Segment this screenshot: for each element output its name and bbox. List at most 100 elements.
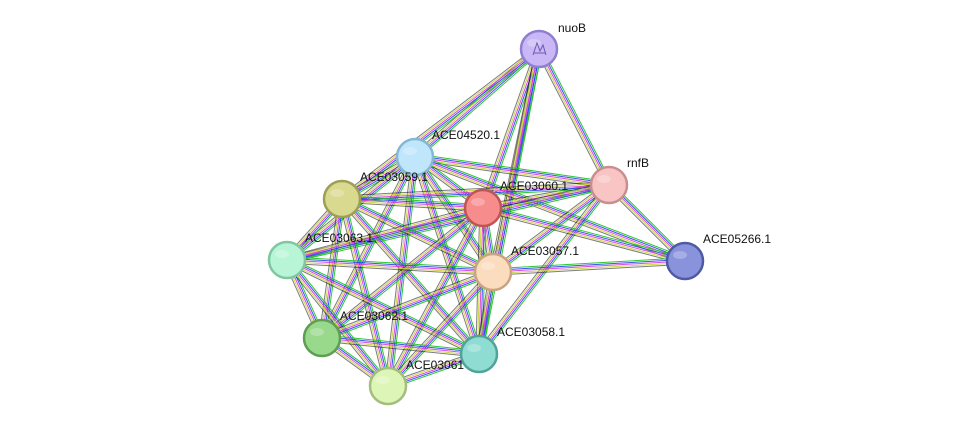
- edge-ACE03060.1-ACE05266.1[interactable]: [482, 204, 686, 265]
- edge-ACE03057.1-ACE05266.1[interactable]: [492, 257, 686, 276]
- edge-line: [287, 209, 484, 263]
- edge-line: [286, 262, 493, 276]
- edge-nuoB-ACE03060.1[interactable]: [479, 47, 543, 210]
- edge-line: [339, 46, 538, 197]
- edge-line: [285, 260, 388, 388]
- edge-line: [286, 204, 483, 258]
- node-label: ACE04520.1: [432, 128, 500, 142]
- node-highlight: [527, 39, 541, 47]
- edge-line: [493, 262, 686, 275]
- edge-ACE03063.1-ACE03057.1[interactable]: [286, 256, 494, 276]
- edge-ACE03059.1-ACE03058.1[interactable]: [339, 196, 482, 357]
- edge-line: [492, 258, 685, 271]
- edge-line: [390, 209, 487, 388]
- node-ACE03058.1[interactable]: [459, 334, 499, 374]
- edge-line: [341, 200, 483, 211]
- node-ACE04520.1[interactable]: [395, 137, 435, 177]
- edge-line: [416, 51, 542, 160]
- edge-ACE03062.1-ACE03058.1[interactable]: [321, 334, 480, 358]
- edge-line: [343, 51, 542, 202]
- node-circle[interactable]: [665, 241, 705, 281]
- edge-ACE03060.1-ACE03063.1[interactable]: [286, 204, 484, 264]
- edge-ACE04520.1-ACE05266.1[interactable]: [413, 153, 687, 265]
- edge-line: [386, 270, 493, 386]
- edge-line: [479, 47, 537, 208]
- edge-line: [322, 273, 494, 340]
- node-highlight: [467, 344, 481, 352]
- node-circle[interactable]: [322, 179, 362, 219]
- edge-line: [321, 270, 493, 337]
- edges-layer: [283, 46, 688, 390]
- edge-line: [481, 49, 543, 355]
- edge-line: [285, 262, 478, 358]
- node-circle[interactable]: [368, 366, 408, 406]
- node-circle[interactable]: [589, 165, 629, 205]
- node-rnfB[interactable]: [589, 165, 629, 205]
- edge-line: [321, 156, 416, 339]
- edge-line: [415, 155, 686, 260]
- edge-line: [388, 208, 485, 387]
- node-ACE03057.1[interactable]: [473, 252, 513, 292]
- edge-line: [414, 156, 610, 186]
- edge-ACE03059.1-ACE03062.1[interactable]: [318, 198, 346, 339]
- edge-line: [342, 197, 494, 272]
- edge-line: [411, 157, 477, 356]
- protein-structure-icon: [532, 41, 547, 56]
- node-ACE03063.1[interactable]: [267, 240, 307, 280]
- edge-line: [323, 210, 486, 341]
- edge-line: [320, 156, 415, 338]
- edge-ACE03057.1-ACE03062.1[interactable]: [320, 268, 495, 342]
- edge-ACE03059.1-ACE03060.1[interactable]: [341, 195, 484, 212]
- edge-line: [286, 259, 480, 355]
- edge-line: [483, 205, 686, 260]
- edge-ACE03060.1-ACE03062.1[interactable]: [319, 205, 486, 341]
- edge-ACE04520.1-ACE03062.1[interactable]: [318, 155, 419, 340]
- edge-line: [287, 210, 484, 264]
- edge-line: [341, 198, 494, 273]
- edge-line: [321, 340, 479, 358]
- node-ACE03061[interactable]: [368, 366, 408, 406]
- edge-line: [538, 48, 610, 186]
- node-label: nuoB: [558, 21, 586, 35]
- node-label: ACE03059.1: [360, 170, 428, 184]
- edge-line: [341, 181, 609, 197]
- node-ACE03062.1[interactable]: [302, 318, 342, 358]
- edge-nuoB-ACE03059.1[interactable]: [339, 46, 542, 202]
- node-label: ACE03062.1: [340, 309, 408, 323]
- edge-line: [319, 198, 341, 338]
- node-circle[interactable]: [463, 188, 503, 228]
- edge-line: [342, 196, 484, 207]
- edge-line: [481, 186, 612, 357]
- edge-line: [344, 198, 392, 386]
- edge-line: [482, 210, 685, 265]
- edge-line: [324, 158, 419, 340]
- edge-line: [385, 269, 492, 385]
- edge-line: [286, 260, 479, 356]
- node-circle[interactable]: [267, 240, 307, 280]
- edge-line: [483, 204, 686, 259]
- edge-ACE03063.1-ACE03058.1[interactable]: [285, 256, 481, 358]
- node-nuoB[interactable]: [519, 29, 559, 69]
- node-circle[interactable]: [473, 252, 513, 292]
- node-circle[interactable]: [395, 137, 435, 177]
- edge-ACE03059.1-ACE03057.1[interactable]: [340, 195, 495, 276]
- edge-nuoB-rnfB[interactable]: [535, 47, 613, 187]
- node-ACE03060.1[interactable]: [463, 188, 503, 228]
- node-label: ACE03058.1: [497, 325, 565, 339]
- edge-line: [414, 156, 480, 355]
- node-circle[interactable]: [459, 334, 499, 374]
- edge-line: [416, 156, 481, 354]
- node-label: ACE03061: [406, 358, 464, 372]
- edge-line: [342, 49, 541, 201]
- edge-line: [288, 256, 481, 352]
- edge-line: [387, 271, 494, 387]
- edge-line: [289, 257, 391, 385]
- node-ACE03059.1[interactable]: [322, 179, 362, 219]
- edge-line: [388, 272, 495, 388]
- node-ACE05266.1[interactable]: [665, 241, 705, 281]
- edge-ACE03057.1-ACE03061[interactable]: [385, 269, 496, 389]
- edge-line: [340, 199, 479, 356]
- edge-line: [484, 49, 541, 209]
- node-circle[interactable]: [302, 318, 342, 358]
- edge-line: [286, 205, 483, 259]
